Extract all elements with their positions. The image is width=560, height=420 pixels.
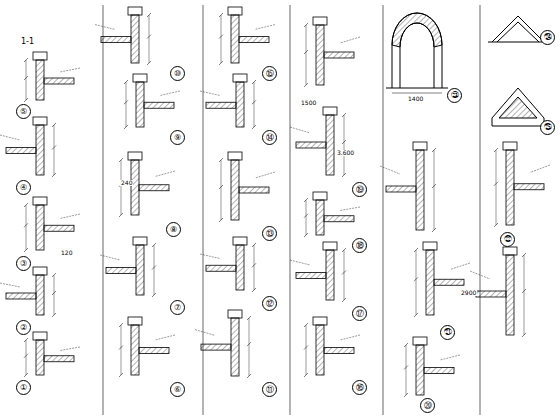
callout-number: ㉔ (540, 30, 555, 45)
dimension-text: 1400 (407, 96, 424, 102)
callout-number: ② (16, 320, 31, 335)
callout-number: ⑩ (170, 66, 185, 81)
callout-number: ㉕ (540, 120, 555, 135)
callout-number: ㉓ (447, 88, 462, 103)
dimension-text: 120 (60, 250, 73, 256)
callout-number: ⑥ (170, 382, 185, 397)
callout-number: ⑬ (262, 226, 277, 241)
callout-number: ⑮ (262, 66, 277, 81)
callout-number: ⑭ (262, 130, 277, 145)
callout-number: ㉑ (440, 325, 455, 340)
section-title: 1-1 (20, 38, 35, 46)
arch-elevation (386, 13, 448, 93)
callout-number: ⑫ (262, 296, 277, 311)
dimension-text: 3.600 (336, 150, 355, 156)
dimension-text: 2900 (460, 290, 477, 296)
callout-number: ① (16, 380, 31, 395)
callout-number: ⑧ (166, 222, 181, 237)
callout-number: ⑰ (352, 306, 367, 321)
callout-number: ⑳ (420, 398, 435, 413)
callout-number: ⑤ (16, 104, 31, 119)
callout-number: ⑨ (170, 130, 185, 145)
callout-number: ④ (16, 180, 31, 195)
callout-number: ⑯ (352, 380, 367, 395)
dimension-text: 240 (120, 180, 133, 186)
callout-number: ⑦ (170, 300, 185, 315)
callout-number: ⑪ (262, 382, 277, 397)
callout-number: ⑱ (352, 238, 367, 253)
callout-number: ㉒ (500, 232, 515, 247)
dimension-text: 1500 (300, 100, 317, 106)
callout-number: ⑲ (352, 182, 367, 197)
callout-number: ③ (16, 256, 31, 271)
roof-sections (488, 16, 548, 126)
